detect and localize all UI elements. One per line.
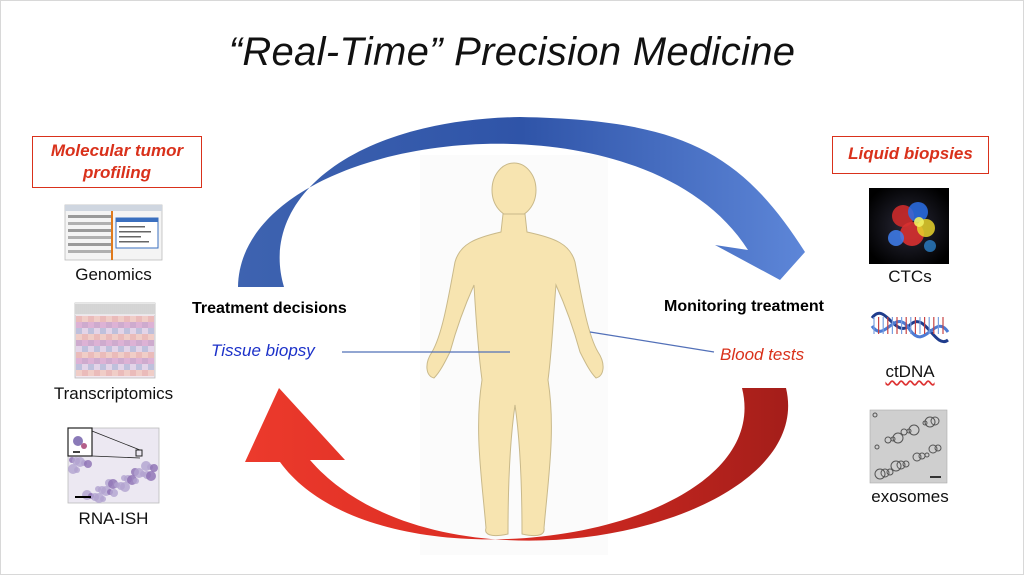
molecular-tumor-profiling-box: Molecular tumor profiling [32,136,202,188]
tissue-biopsy-label: Tissue biopsy [211,341,315,360]
monitoring-treatment-label: Monitoring treatment [664,298,824,315]
ctcs-label: CTCs [888,267,932,286]
molecular-tumor-profiling-label: Molecular tumor profiling [50,141,184,182]
treatment-decisions-label: Treatment decisions [192,300,347,317]
genomics-label: Genomics [75,265,152,284]
ctdna-label: ctDNA [885,362,935,381]
rna-ish-thumbnail [67,427,160,504]
ctdna-helix-image [870,311,950,344]
blue-cycle-arrow [238,117,805,287]
human-body-figure [426,162,604,537]
blood-tests-label: Blood tests [720,345,805,364]
rna-ish-label: RNA-ISH [78,509,149,528]
liquid-biopsies-label: Liquid biopsies [848,144,973,163]
transcriptomics-label: Transcriptomics [53,384,174,403]
liquid-biopsies-box: Liquid biopsies [832,136,989,174]
blood-tests-line [589,331,715,353]
exosomes-label: exosomes [871,487,949,506]
exosomes-em-image [869,409,948,484]
slide-title: “Real-Time” Precision Medicine [228,30,796,74]
ctcs-fluorescent-image [869,188,949,264]
genomics-thumbnail [64,204,163,261]
transcriptomics-heatmap-thumbnail [74,302,156,379]
